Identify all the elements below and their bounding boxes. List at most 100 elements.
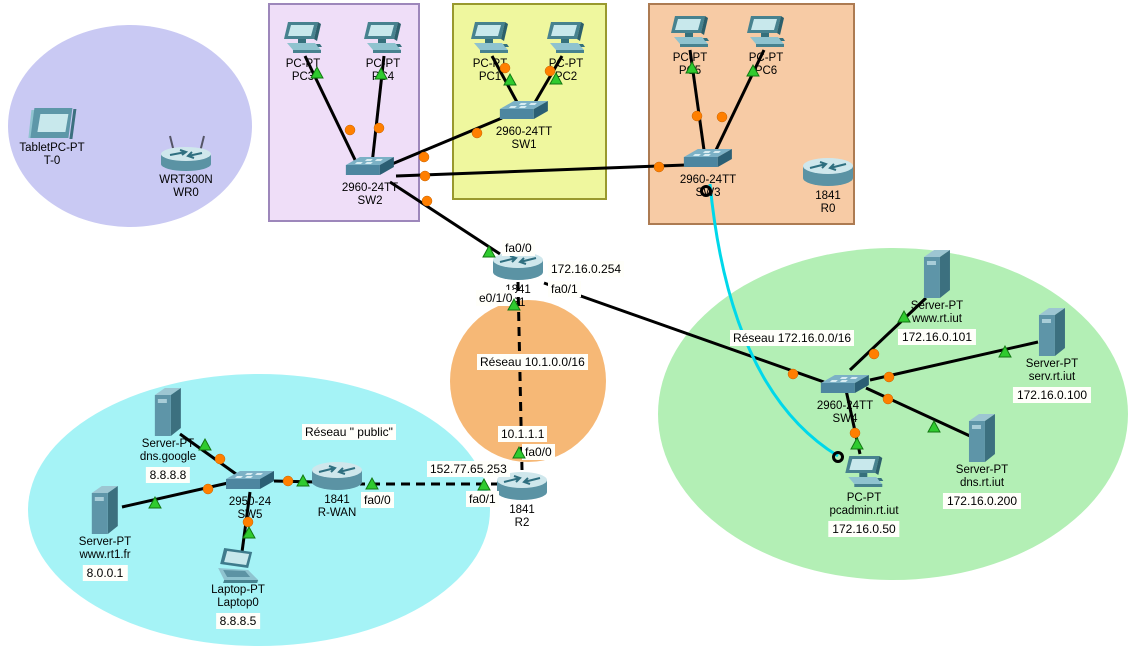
note-label: e0/1/0 (476, 290, 516, 306)
device-name-label: SW5 (237, 509, 263, 521)
server-icon (79, 486, 131, 536)
router-icon (492, 250, 544, 284)
device-model-label: 2960-24TT (816, 400, 874, 412)
cable-sw5-www-rt1-fr[interactable] (121, 481, 229, 509)
device-name-label: Laptop0 (217, 597, 259, 609)
ip-label: 172.16.0.50 (828, 521, 900, 537)
device-model-label: PC-PT (672, 52, 708, 64)
server-icon (898, 250, 976, 300)
device-name-label: PC5 (678, 65, 702, 77)
note-label: 172.16.0.254 (548, 261, 625, 277)
pc-icon (668, 16, 712, 52)
pc-icon (544, 22, 588, 58)
ip-label: 172.16.0.200 (942, 493, 1022, 509)
note-label: fa0/0 (502, 240, 535, 256)
device-model-label: Server-PT (955, 464, 1009, 476)
server-icon (943, 414, 1021, 464)
switch-icon (817, 374, 873, 400)
server-icon (140, 388, 196, 438)
device-model-label: PC-PT (472, 58, 508, 70)
switch-icon (342, 156, 398, 182)
cable-sw5-dns-google[interactable] (179, 432, 237, 476)
device-model-label: Laptop-PT (211, 584, 265, 596)
device-name-label: www.rt1.fr (79, 549, 131, 561)
switch-icon (496, 100, 552, 126)
device-model-label: WRT300N (159, 174, 213, 186)
device-name-label: R2 (514, 517, 530, 529)
ip-label: 172.16.0.100 (1012, 387, 1092, 403)
device-model-label: 1841 (324, 494, 350, 506)
ip-label: 8.8.8.5 (215, 613, 261, 629)
ip-label: 8.8.8.8 (145, 467, 191, 483)
device-name-label: SW1 (511, 139, 537, 151)
cable-rwan-sw5[interactable] (273, 479, 317, 484)
tablet-icon (19, 106, 84, 142)
device-name-label: www.rt.iut (912, 313, 962, 325)
server-icon (1013, 308, 1091, 358)
cable-sw2-r1[interactable] (389, 180, 501, 256)
cable-sw2-sw1[interactable] (391, 116, 503, 166)
device-model-label: PC-PT (748, 52, 784, 64)
console-cable-console-sw3-pcadmin[interactable] (708, 183, 839, 458)
cable-r1-sw4[interactable] (543, 281, 825, 384)
note-label: 10.1.1.1 (498, 426, 548, 442)
pc-icon (281, 22, 325, 58)
note-label: Réseau " public" (302, 424, 396, 440)
cable-pc2-sw1[interactable] (532, 55, 564, 105)
router-icon (311, 460, 363, 494)
device-model-label: PC-PT (285, 58, 321, 70)
device-name-label: R0 (820, 203, 836, 215)
device-model-label: Server-PT (910, 300, 964, 312)
device-model-label: PC-PT (365, 58, 401, 70)
note-label: Réseau 172.16.0.0/16 (730, 330, 855, 346)
device-name-label: WR0 (173, 187, 199, 199)
device-name-label: dns.rt.iut (959, 477, 1005, 489)
device-name-label: PC1 (478, 71, 502, 83)
note-label: fa0/1 (466, 491, 499, 507)
laptop-icon (211, 548, 265, 584)
device-name-label: PC4 (371, 71, 395, 83)
pc-icon (361, 22, 405, 58)
ip-label: 8.0.0.1 (82, 565, 128, 581)
device-model-label: 2950-24 (228, 496, 272, 508)
note-label: 152.77.65.253 (427, 461, 510, 477)
device-name-label: PC3 (291, 71, 315, 83)
device-name-label: serv.rt.iut (1028, 371, 1076, 383)
device-name-label: SW4 (832, 413, 858, 425)
device-model-label: 1841 (509, 504, 535, 516)
note-label: fa0/1 (548, 281, 581, 297)
device-name-label: SW3 (695, 187, 721, 199)
ip-label: 172.16.0.101 (897, 329, 977, 345)
cable-sw2-sw3[interactable] (395, 163, 687, 178)
device-model-label: PC-PT (846, 492, 882, 504)
device-name-label: SW2 (357, 195, 383, 207)
cable-sw4-www-rt-iut[interactable] (848, 296, 928, 372)
pc-icon (468, 22, 512, 58)
device-name-label: dns.google (139, 451, 197, 463)
device-model-label: 2960-24TT (679, 174, 737, 186)
